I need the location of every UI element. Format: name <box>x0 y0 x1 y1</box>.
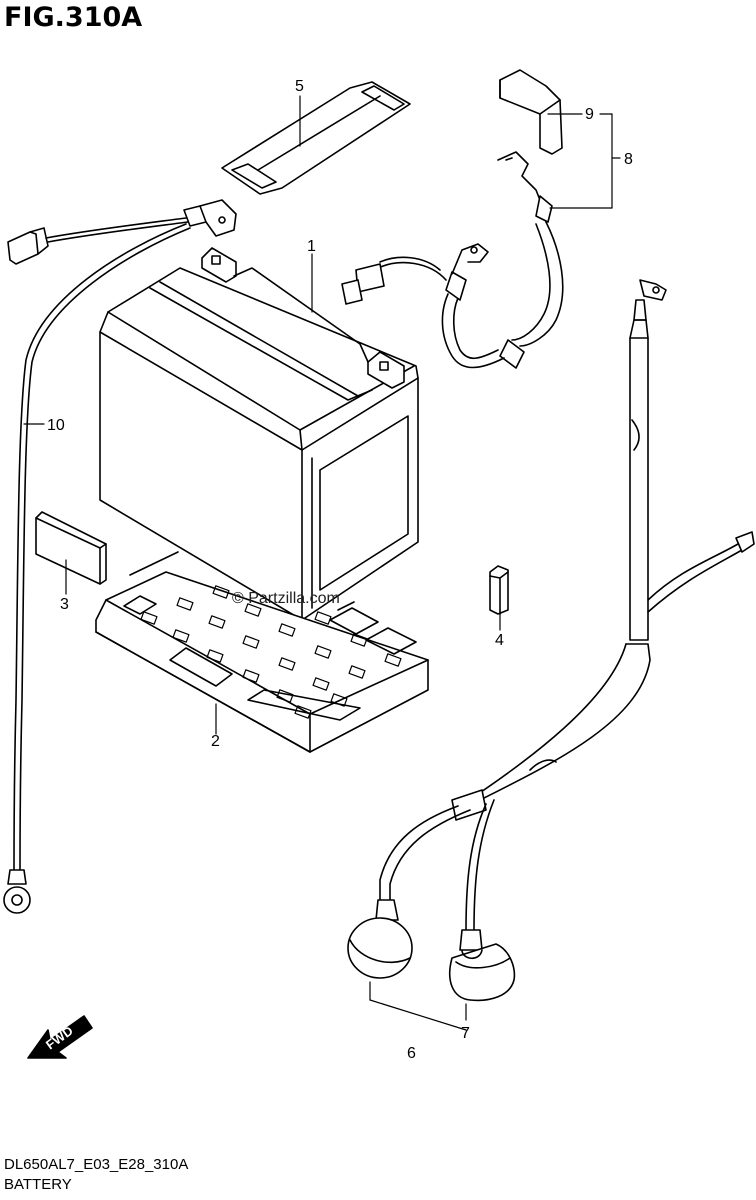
callout-6: 6 <box>407 1045 416 1062</box>
lead-wire-part-10 <box>3 199 237 914</box>
pad-part-3 <box>35 511 107 585</box>
callout-9: 9 <box>585 106 594 123</box>
callout-5: 5 <box>295 78 304 95</box>
callout-2: 2 <box>211 733 220 750</box>
ground-wire-part-6 <box>347 279 755 979</box>
callout-10: 10 <box>47 417 65 434</box>
forward-arrow-icon <box>27 1015 93 1059</box>
figure-title: FIG.310A <box>4 2 143 33</box>
section-name: BATTERY <box>4 1176 72 1193</box>
model-code: DL650AL7_E03_E28_310A <box>4 1156 189 1173</box>
battery-strap-part-5 <box>221 81 411 195</box>
callout-1: 1 <box>307 238 316 255</box>
small-pad-part-4 <box>489 565 509 615</box>
positive-cable-part-8 <box>341 151 564 369</box>
terminal-cover-part-9 <box>499 69 563 155</box>
watermark: © Partzilla.com <box>232 590 340 607</box>
battery-part-1 <box>99 247 419 621</box>
callout-7: 7 <box>461 1025 470 1042</box>
battery-tray-part-2 <box>95 551 429 753</box>
callout-8: 8 <box>624 151 633 168</box>
callout-leader-lines <box>23 95 621 1031</box>
callout-4: 4 <box>495 632 504 649</box>
terminal-cap-part-7 <box>448 929 516 1002</box>
callout-3: 3 <box>60 596 69 613</box>
